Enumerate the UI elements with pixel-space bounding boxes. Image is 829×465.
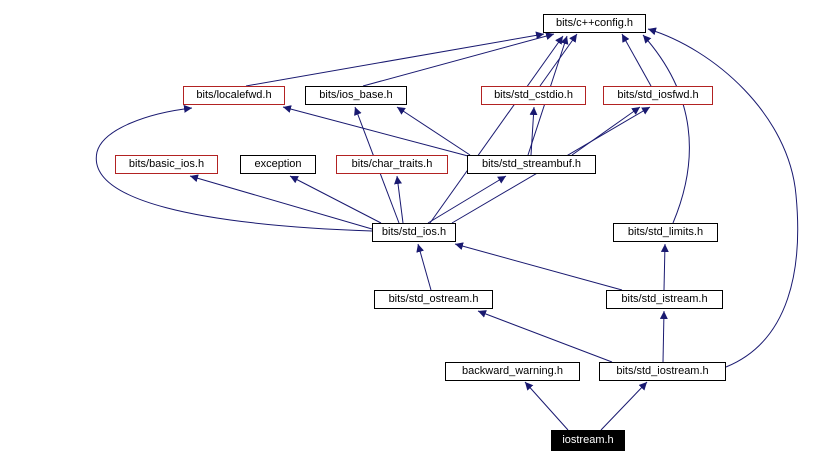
graph-node-std_cstdio[interactable]: bits/std_cstdio.h xyxy=(481,86,586,105)
graph-node-iostream: iostream.h xyxy=(551,430,625,451)
graph-node-std_iosfwd[interactable]: bits/std_iosfwd.h xyxy=(603,86,713,105)
edge-std_ios-localefwd xyxy=(95,104,373,232)
edge-streambuf-std_iosfwd xyxy=(571,106,641,156)
graph-node-label: iostream.h xyxy=(562,434,614,446)
edge-std_ios-streambuf xyxy=(427,175,507,224)
graph-node-label: bits/std_ios.h xyxy=(381,226,447,238)
edge-std_iostream-std_ostream xyxy=(477,310,613,363)
edge-std_ios-char_traits xyxy=(394,175,404,224)
graph-node-label: bits/basic_ios.h xyxy=(128,158,205,170)
graph-node-config[interactable]: bits/c++config.h xyxy=(543,14,646,33)
graph-node-label: bits/std_limits.h xyxy=(627,226,704,238)
graph-node-label: bits/std_cstdio.h xyxy=(494,89,573,101)
edge-streambuf-ios_base xyxy=(396,106,471,156)
graph-node-std_istream[interactable]: bits/std_istream.h xyxy=(606,290,723,309)
graph-node-label: bits/c++config.h xyxy=(555,17,634,29)
graph-node-label: bits/char_traits.h xyxy=(351,158,433,170)
edge-std_iosfwd-config xyxy=(621,33,652,87)
edge-localefwd-config xyxy=(245,31,545,87)
edge-std_cstdio-config xyxy=(539,33,578,87)
edge-std_limits-config xyxy=(642,34,690,224)
graph-node-std_ostream[interactable]: bits/std_ostream.h xyxy=(374,290,493,309)
edge-streambuf-localefwd xyxy=(282,105,469,157)
graph-node-label: bits/std_ostream.h xyxy=(388,293,479,305)
edge-std_ostream-std_ios xyxy=(416,243,432,291)
edge-std_iostream-config xyxy=(647,27,799,368)
graph-node-label: bits/std_iostream.h xyxy=(616,365,709,377)
graph-node-ios_base[interactable]: bits/ios_base.h xyxy=(305,86,407,105)
graph-node-streambuf[interactable]: bits/std_streambuf.h xyxy=(467,155,596,174)
edge-std_ios-config xyxy=(429,35,564,224)
edge-streambuf-std_cstdio xyxy=(529,106,538,156)
graph-node-basic_ios[interactable]: bits/basic_ios.h xyxy=(115,155,218,174)
graph-node-label: bits/std_iosfwd.h xyxy=(617,89,699,101)
graph-node-label: bits/localefwd.h xyxy=(196,89,272,101)
edge-std_ios-exception xyxy=(289,175,382,224)
graph-node-label: bits/ios_base.h xyxy=(319,89,393,101)
edge-std_istream-std_ios xyxy=(454,242,623,291)
edge-std_ios-basic_ios xyxy=(189,174,373,230)
graph-node-std_iostream[interactable]: bits/std_iostream.h xyxy=(599,362,726,381)
edge-std_istream-std_limits xyxy=(660,243,669,291)
graph-node-label: bits/std_istream.h xyxy=(621,293,708,305)
graph-node-char_traits[interactable]: bits/char_traits.h xyxy=(336,155,448,174)
graph-node-backward[interactable]: backward_warning.h xyxy=(445,362,580,381)
edge-ios_base-config xyxy=(362,32,555,87)
edge-std_iostream-std_istream xyxy=(659,310,668,363)
edge-iostream-std_iostream xyxy=(600,381,648,431)
graph-node-label: backward_warning.h xyxy=(462,365,563,377)
graph-node-label: exception xyxy=(254,158,302,170)
edge-iostream-backward xyxy=(524,381,569,431)
graph-node-localefwd[interactable]: bits/localefwd.h xyxy=(183,86,285,105)
graph-node-std_ios[interactable]: bits/std_ios.h xyxy=(372,223,456,242)
graph-node-exception[interactable]: exception xyxy=(240,155,316,174)
graph-node-std_limits[interactable]: bits/std_limits.h xyxy=(613,223,718,242)
graph-node-label: bits/std_streambuf.h xyxy=(481,158,582,170)
